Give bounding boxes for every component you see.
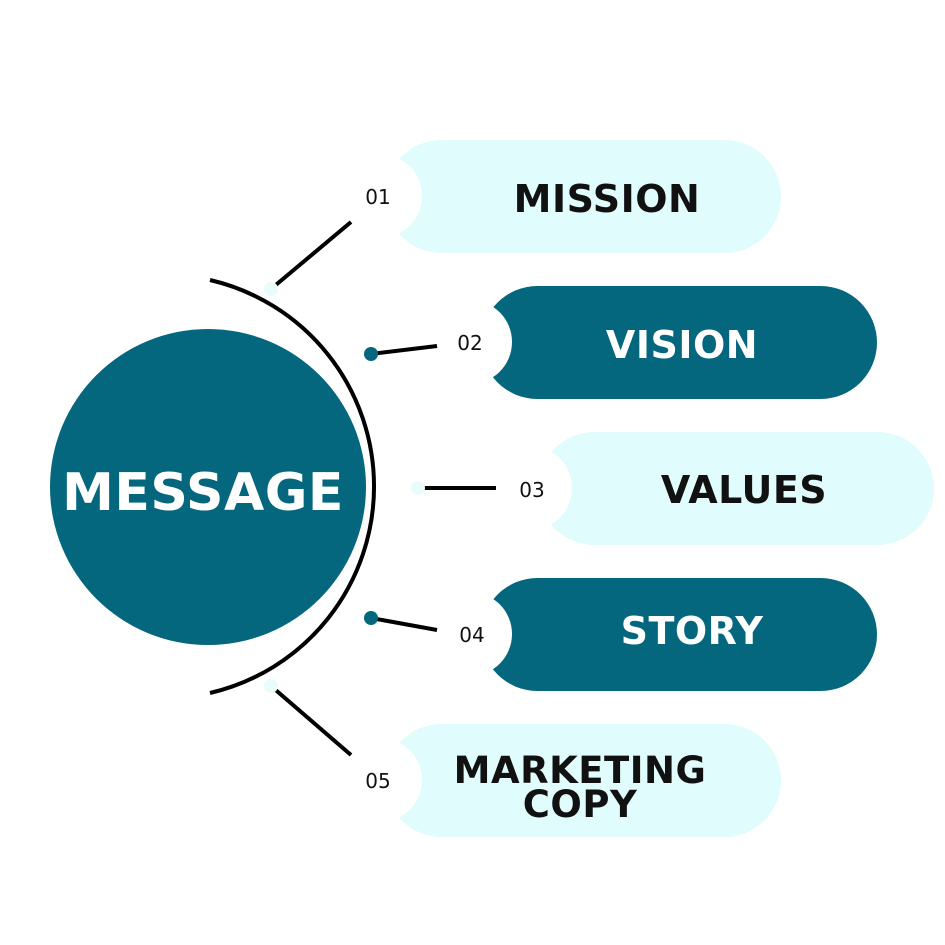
connector-dot-05 (264, 679, 278, 693)
item-pill-values[interactable] (538, 432, 934, 545)
number-badge-04 (428, 592, 512, 676)
number-badge-03 (488, 446, 572, 530)
connector-dot-01 (264, 282, 278, 296)
connector-line-02 (370, 344, 438, 356)
center-label: MESSAGE (62, 463, 344, 523)
item-number-02: 02 (457, 331, 482, 355)
item-number-04: 04 (459, 623, 484, 647)
item-label-mission: MISSION (514, 177, 701, 221)
item-pill-marketing-copy[interactable] (385, 724, 781, 837)
item-label-story: STORY (621, 609, 764, 653)
item-label-copy: COPY (523, 783, 638, 826)
number-badge-02 (428, 300, 512, 384)
item-number-03: 03 (519, 478, 544, 502)
item-pill-mission[interactable] (385, 140, 781, 253)
item-label-values: VALUES (661, 468, 827, 512)
item-label-vision: VISION (606, 323, 758, 367)
connector-line-04 (370, 616, 438, 632)
connector-line-01 (269, 220, 353, 291)
connector-dot-04 (364, 611, 378, 625)
connector-dot-02 (364, 347, 378, 361)
item-pill-story[interactable] (481, 578, 877, 691)
item-number-05: 05 (365, 769, 390, 793)
item-number-01: 01 (365, 185, 390, 209)
number-badge-05 (338, 738, 422, 822)
item-pill-vision[interactable] (481, 286, 877, 399)
center-circle (50, 329, 366, 645)
connector-dot-03 (411, 481, 425, 495)
connector-arc (209, 278, 376, 695)
number-badge-01 (338, 154, 422, 238)
item-label-marketing: MARKETING (454, 749, 707, 792)
connector-line-05 (269, 684, 353, 757)
